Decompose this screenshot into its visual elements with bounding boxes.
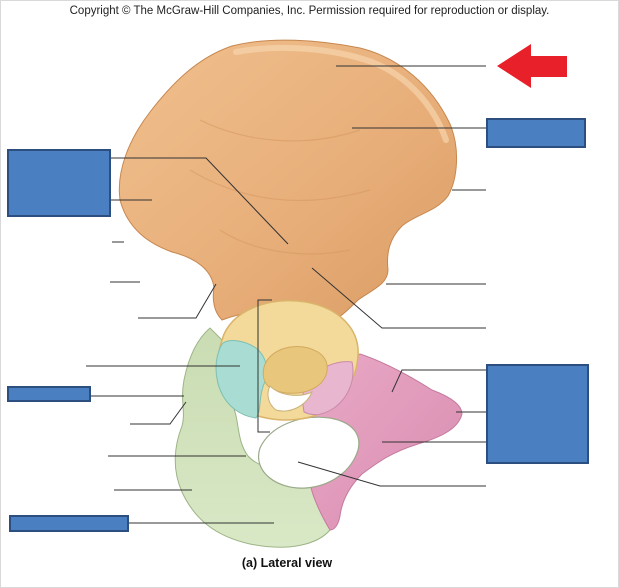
red-arrow-icon — [497, 44, 567, 88]
ischium — [174, 327, 331, 548]
acetabular-notch — [267, 385, 313, 412]
copyright-notice: Copyright © The McGraw-Hill Companies, I… — [69, 5, 550, 17]
figure-caption: (a) Lateral view — [241, 556, 333, 570]
ilium-shading — [189, 119, 371, 255]
label-box-4[interactable] — [486, 364, 589, 464]
acetabular-fossa — [262, 346, 328, 394]
label-box-1[interactable] — [7, 149, 111, 217]
label-box-5[interactable] — [9, 515, 129, 532]
leader-lines — [86, 65, 486, 524]
iliac-crest — [233, 44, 449, 143]
label-box-2[interactable] — [486, 118, 586, 148]
lunate-surface-ischial — [215, 340, 268, 419]
label-box-3[interactable] — [7, 386, 91, 402]
